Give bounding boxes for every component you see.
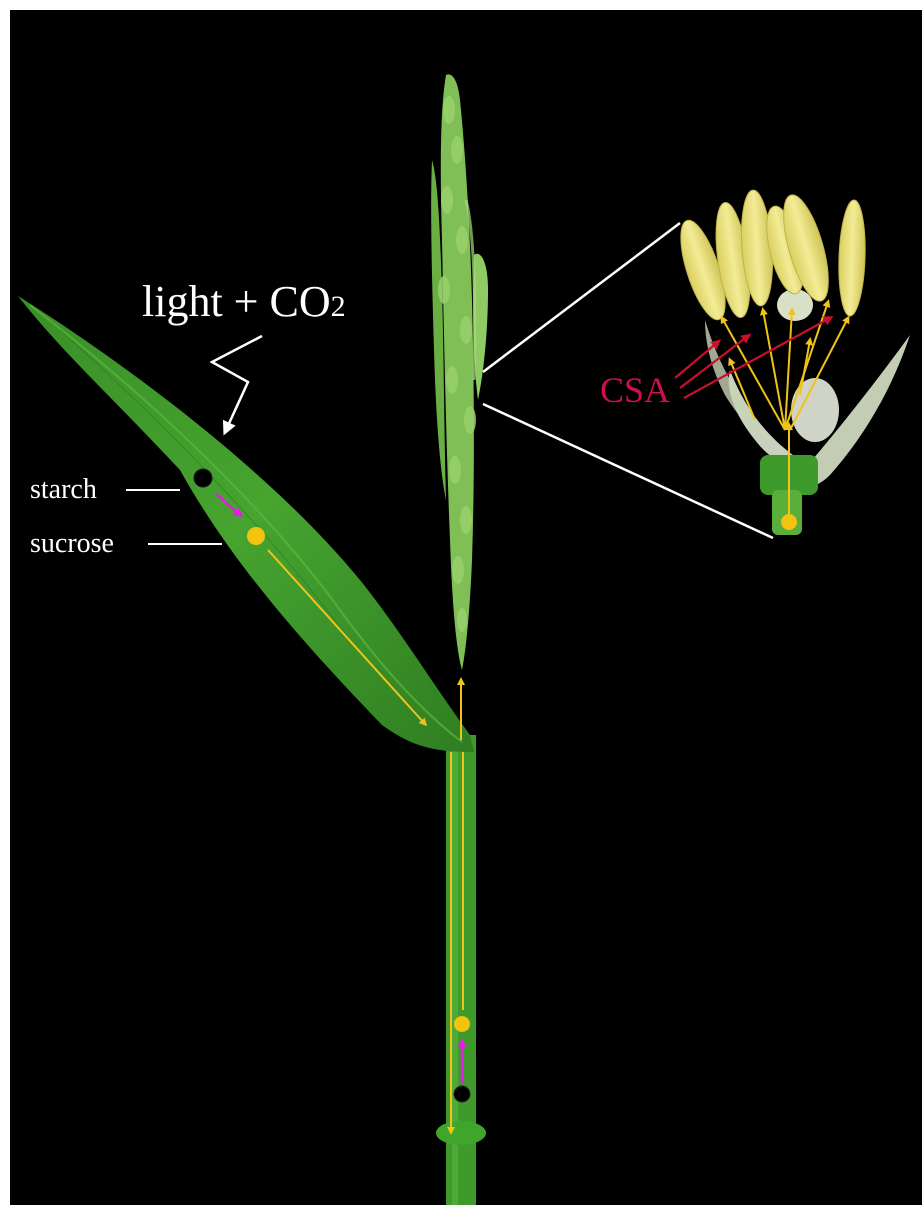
starch-dot-icon bbox=[194, 469, 212, 487]
light-co2-text: light + CO bbox=[142, 277, 331, 326]
csa-label: CSA bbox=[600, 372, 670, 408]
stem-starch-dot bbox=[454, 1086, 470, 1102]
co2-subscript: 2 bbox=[331, 290, 346, 323]
floret-sucrose-dot bbox=[781, 514, 797, 530]
stem-sucrose-dot bbox=[454, 1016, 470, 1032]
stem-node bbox=[436, 1121, 486, 1145]
light-co2-label: light + CO2 bbox=[142, 280, 346, 324]
starch-label: starch bbox=[30, 476, 97, 504]
sucrose-label: sucrose bbox=[30, 530, 114, 558]
sucrose-dot-icon bbox=[247, 527, 265, 545]
